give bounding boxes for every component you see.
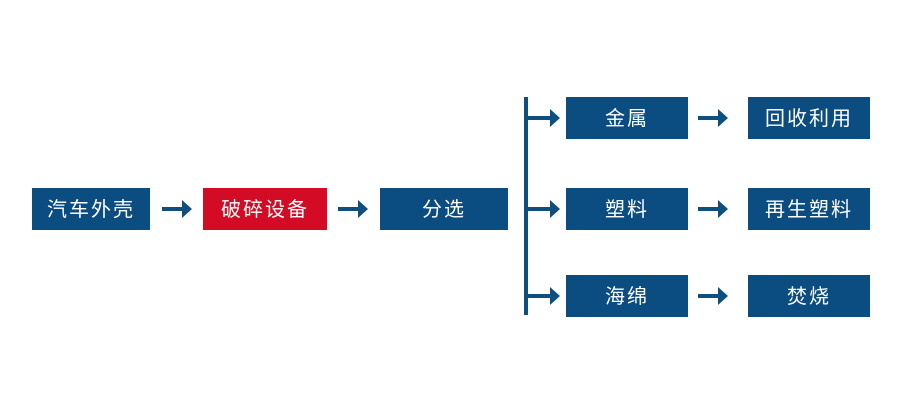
- node-incineration[interactable]: 焚烧: [748, 275, 870, 317]
- arrow-right-icon: [696, 282, 730, 310]
- arrow-right-icon: [696, 195, 730, 223]
- node-plastic[interactable]: 塑料: [566, 188, 688, 230]
- arrow-right-icon: [696, 104, 730, 132]
- branch-arrow-right-icon: [524, 105, 562, 131]
- node-regenerated-plastic[interactable]: 再生塑料: [748, 188, 870, 230]
- node-recycle[interactable]: 回收利用: [748, 97, 870, 139]
- node-sponge[interactable]: 海绵: [566, 275, 688, 317]
- node-crusher[interactable]: 破碎设备: [203, 188, 327, 230]
- node-shell[interactable]: 汽车外壳: [32, 188, 150, 230]
- branch-arrow-right-icon: [524, 196, 562, 222]
- vertical-distribution-line: [524, 97, 528, 315]
- arrow-right-icon: [336, 195, 370, 223]
- node-sort[interactable]: 分选: [380, 188, 508, 230]
- node-metal[interactable]: 金属: [566, 97, 688, 139]
- arrow-right-icon: [160, 195, 194, 223]
- branch-arrow-right-icon: [524, 283, 562, 309]
